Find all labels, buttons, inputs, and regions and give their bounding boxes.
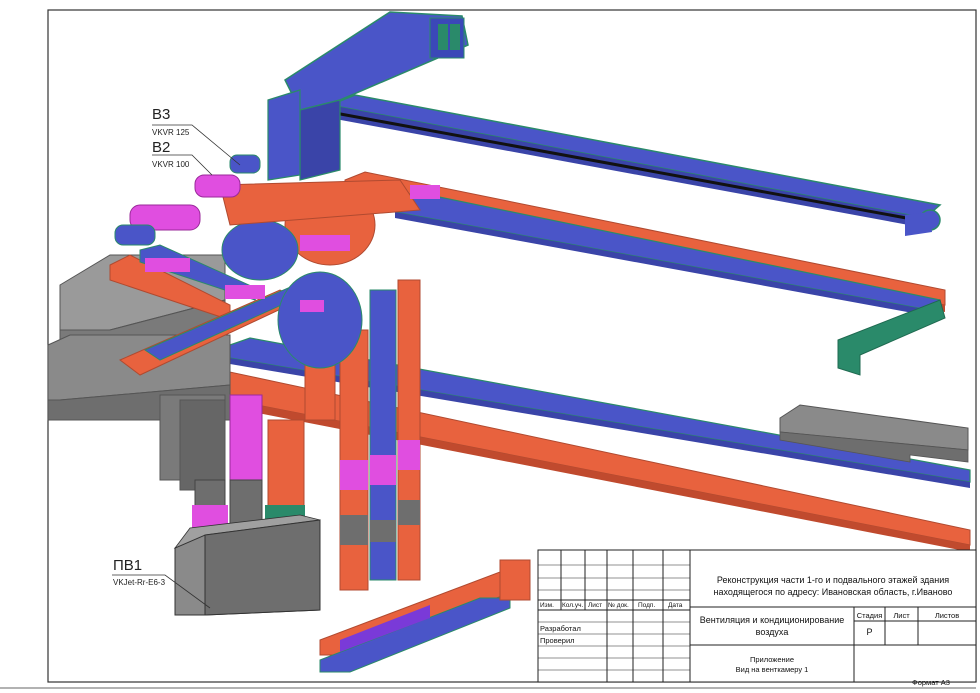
system-title-line2: воздуха (755, 627, 789, 637)
sheet-label: Лист (893, 611, 910, 620)
bottom-ducts (319, 559, 531, 673)
role-developer: Разработал (540, 624, 581, 633)
sheet-title-line1: Приложение (750, 655, 794, 664)
sheet-title-line2: Вид на венткамеру 1 (735, 665, 809, 674)
sheets-label: Листов (934, 611, 960, 620)
label-b2-code: В2 (152, 139, 171, 156)
header-list: Лист (588, 602, 603, 609)
label-pv1-model: VKJet-Rr-E6-3 (113, 578, 166, 587)
format-label: Формат А3 (912, 678, 950, 687)
project-title-line2: находящегося по адресу: Ивановская облас… (713, 587, 953, 597)
label-b3-code: В3 (152, 106, 171, 123)
exhaust-duct-long-top (327, 94, 942, 236)
role-checker: Проверил (540, 636, 575, 645)
header-data: Дата (668, 602, 683, 609)
header-izm: Изм. (540, 602, 554, 609)
stage-value: Р (866, 627, 873, 637)
title-block-grid (537, 549, 977, 683)
exhaust-duct-long-mid (394, 191, 946, 376)
label-pv1-code: ПВ1 (113, 557, 143, 574)
grey-duct-right (779, 404, 969, 463)
label-b2-model: VKVR 100 (152, 160, 190, 169)
label-b3-model: VKVR 125 (152, 128, 190, 137)
header-doc: № док. (608, 602, 629, 609)
main-top-duct (267, 11, 469, 181)
header-podp: Подп. (638, 602, 656, 609)
leader-lines (112, 124, 241, 609)
pv1-unit-box (173, 514, 321, 616)
system-title-line1: Вентиляция и кондиционирование (699, 615, 845, 625)
project-title-line1: Реконструкция части 1-го и подвального э… (716, 575, 950, 585)
manifold-cluster (109, 154, 440, 376)
header-kol: Кол.уч. (562, 602, 584, 609)
stage-label: Стадия (856, 611, 883, 620)
